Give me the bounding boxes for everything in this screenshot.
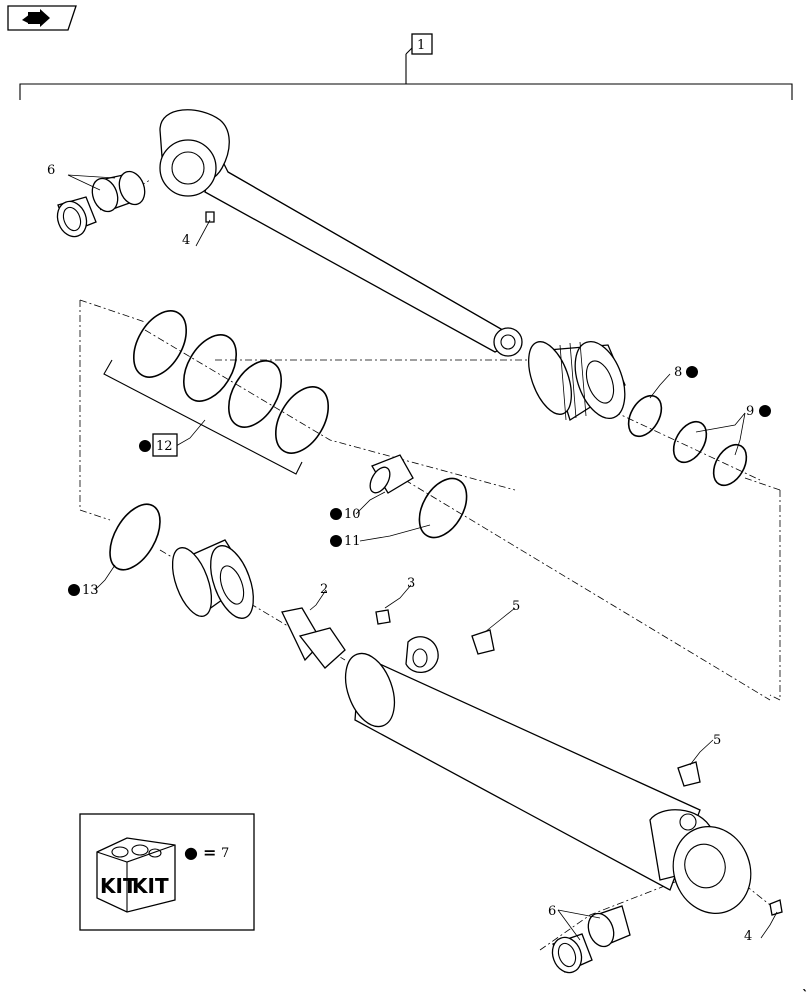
kit-dot-13 [68,584,80,596]
next-page-button[interactable] [7,5,77,31]
callout-8: 8 [674,365,682,380]
fittings [375,609,783,916]
grease-fitting-lower [769,899,783,916]
next-page-arrow-icon [22,9,50,27]
callout-2: 2 [320,582,328,597]
callout-9: 9 [746,404,754,419]
bushing-pair-upper [56,170,146,238]
callout-6-lower: 6 [548,904,556,919]
callout-12-box [152,433,178,457]
piston-rod [159,109,523,357]
callout-5-lower: 5 [713,733,721,748]
kit-box-icon: KIT KIT [96,837,176,913]
seal-rings-8-9 [627,394,748,487]
assembly-bracket: 1 [19,33,793,100]
kit-box-text-2: KIT [132,874,169,898]
piston-head [528,341,626,422]
assembly-label: 1 [417,38,425,53]
kit-dot-8 [686,366,698,378]
assembly-label-box [411,33,433,55]
kit-box-text-1: KIT [100,874,137,898]
fitting-3 [375,609,391,625]
plug-5-lower [677,761,701,787]
gland [171,539,254,619]
callout-4-upper: 4 [182,233,190,248]
callout-13: 13 [82,583,99,598]
bushing-pair-lower [551,905,631,974]
callouts: 2 3 4 4 5 5 6 6 8 9 10 11 12 13 [47,163,771,944]
callout-6-upper: 6 [47,163,55,178]
bolt-2 [281,607,346,669]
kit-dot-10 [330,508,342,520]
ring-13 [109,503,161,571]
callout-11: 11 [344,534,361,549]
kit-legend-equals: = [203,843,216,862]
o-ring-11 [418,477,468,539]
kit-dot-11 [330,535,342,547]
callout-10: 10 [344,507,361,522]
kit-legend: KIT KIT ● = 7 [79,813,255,931]
callout-5-upper: 5 [512,599,520,614]
kit-legend-symbol: ● [184,843,198,862]
kit-dot-9 [759,405,771,417]
callout-12: 12 [156,439,173,454]
kit-legend-value: 7 [221,846,229,861]
callout-3: 3 [407,576,415,591]
plug-5-upper [471,629,495,655]
kit-dot-12 [139,440,151,452]
callout-4-lower: 4 [744,929,752,944]
seal-kit-rings [103,310,330,475]
cylinder-barrel [344,636,752,914]
leader-lines [67,174,778,941]
bushing-10 [369,454,414,494]
corner-mark: ` [803,989,807,998]
grease-fitting [205,211,215,223]
assembly-frame [79,299,781,701]
